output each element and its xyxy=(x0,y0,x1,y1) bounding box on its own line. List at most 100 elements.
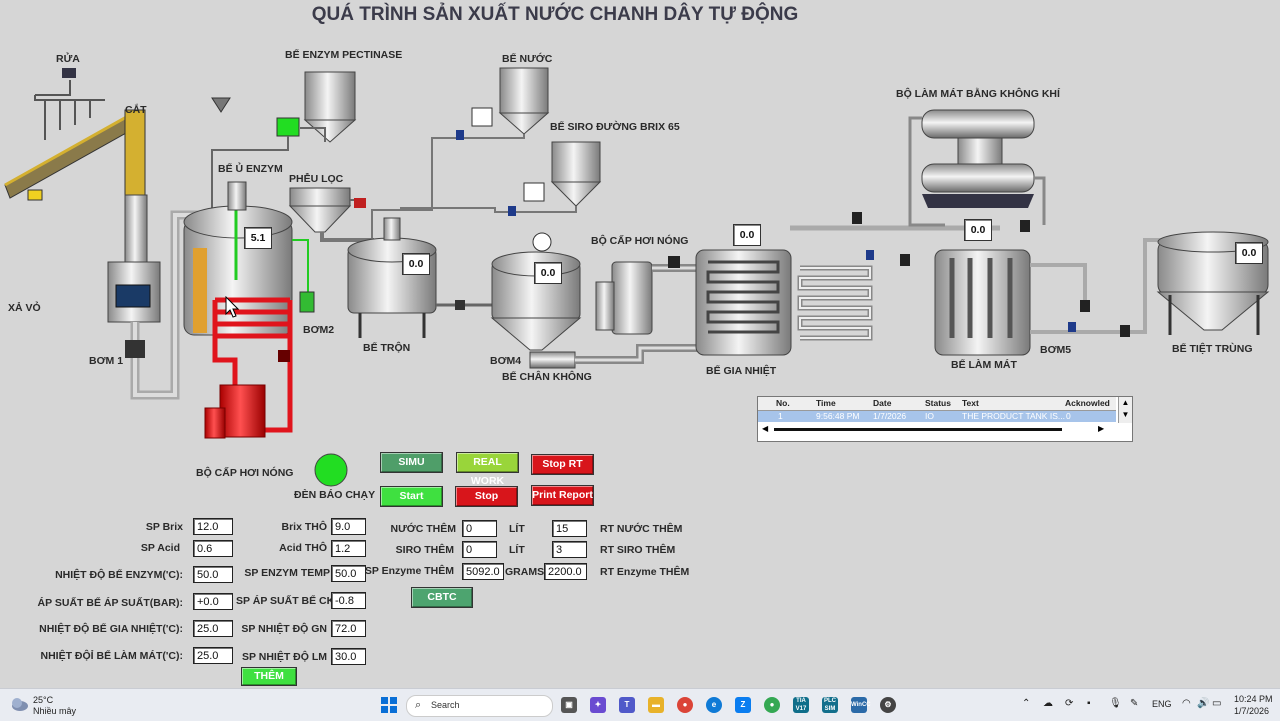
sp-enzyme-them-input[interactable]: 5092.0 xyxy=(462,563,504,580)
label-bo-lam-mat: BỘ LÀM MÁT BẰNG KHÔNG KHÍ xyxy=(896,88,1060,100)
sp-nhiet-do-gn-label: SP NHIỆT ĐỘ GN xyxy=(241,623,327,635)
water-tank xyxy=(371,67,550,250)
label-be-tiet-trung: BỂ TIỆT TRÙNG xyxy=(1172,343,1253,355)
label-be-u-enzym: BỂ Ủ ENZYM xyxy=(218,163,283,175)
label-be-chan-khong: BỂ CHÂN KHÔNG xyxy=(502,371,592,383)
start-button[interactable]: Start xyxy=(380,486,443,507)
app-tray-icon[interactable]: ▪ xyxy=(1087,698,1091,709)
language-indicator[interactable]: ENG xyxy=(1152,699,1172,709)
volume-icon[interactable]: 🔊 xyxy=(1197,698,1210,709)
enzym-pectinase-tank xyxy=(211,71,357,212)
display-tiet-trung: 0.0 xyxy=(1235,242,1263,264)
siro-them-input[interactable]: 0 xyxy=(462,541,497,558)
chrome-2-icon[interactable]: ● xyxy=(764,697,780,713)
cbtc-button[interactable]: CBTC xyxy=(411,587,473,608)
label-bom4: BƠM4 xyxy=(490,355,522,367)
clock-time[interactable]: 10:24 PM xyxy=(1234,694,1273,704)
mixing-tank xyxy=(347,217,495,338)
clock-date[interactable]: 1/7/2026 xyxy=(1234,706,1270,716)
copilot-icon[interactable]: ✦ xyxy=(590,697,606,713)
chrome-icon[interactable]: ● xyxy=(677,697,693,713)
print-report-button[interactable]: Print Report xyxy=(531,485,594,506)
zalo-icon[interactable]: Z xyxy=(735,697,751,713)
search-box[interactable]: ⌕ Search xyxy=(406,695,553,717)
sp-nhiet-do-gn-input[interactable]: 72.0 xyxy=(331,620,366,637)
crusher xyxy=(45,194,215,400)
stop-button[interactable]: Stop xyxy=(455,486,518,507)
alarm-table-header: No. Time Date Status Text Acknowled xyxy=(758,397,1116,411)
stop-rt-button[interactable]: Stop RT xyxy=(531,454,594,475)
weather-temp: 25°C xyxy=(33,695,54,705)
sp-enzyme-them-label: SP Enzyme THÊM xyxy=(364,565,454,577)
settings-gear-icon[interactable]: ⚙ xyxy=(880,697,896,713)
nhiet-do-lam-mat-input[interactable]: 25.0 xyxy=(193,647,233,664)
sp-ap-suat-label: SP ÁP SUẤT BỂ CK xyxy=(236,595,335,607)
label-bo-cap-hoi-nong-2: BỘ CẤP HƠI NÓNG xyxy=(591,235,689,247)
steam-boiler-1 xyxy=(204,297,293,439)
table-row[interactable]: 1 9:56:48 PM 1/7/2026 IO THE PRODUCT TAN… xyxy=(758,411,1116,422)
label-be-enzym-pectinase: BỂ ENZYM PECTINASE xyxy=(285,49,403,61)
wincc-icon[interactable]: WinCC xyxy=(851,697,871,713)
them-button[interactable]: THÊM xyxy=(241,667,297,686)
ap-suat-input[interactable]: +0.0 xyxy=(193,593,233,610)
rt-nuoc-them-input[interactable]: 15 xyxy=(552,520,587,537)
label-be-nuoc: BỂ NƯỚC xyxy=(502,53,553,65)
horizontal-scrollbar[interactable]: ◀ ▶ xyxy=(762,424,1105,433)
pen-icon[interactable]: ✎ xyxy=(1130,698,1139,709)
sp-nhiet-do-lm-input[interactable]: 30.0 xyxy=(331,648,366,665)
sp-acid-input[interactable]: 0.6 xyxy=(193,540,233,557)
sp-ap-suat-input[interactable]: -0.8 xyxy=(331,592,366,609)
onedrive-icon[interactable]: ☁ xyxy=(1043,698,1053,709)
weather-desc: Nhiều mây xyxy=(33,706,77,716)
chevron-up-icon[interactable]: ⌃ xyxy=(1022,698,1031,709)
teams-icon[interactable]: T xyxy=(619,697,635,713)
alarm-table[interactable]: No. Time Date Status Text Acknowled 1 9:… xyxy=(757,396,1133,442)
rt-enzyme-them-input[interactable]: 2200.0 xyxy=(544,563,587,580)
real-work-button[interactable]: REAL WORK xyxy=(456,452,519,487)
valve-icons xyxy=(456,130,1076,332)
battery-icon[interactable]: ▭ xyxy=(1212,698,1222,709)
file-explorer-icon[interactable]: ▬ xyxy=(648,697,664,713)
wifi-icon[interactable]: ◠ xyxy=(1182,698,1191,709)
sp-nhiet-do-lm-label: SP NHIỆT ĐỘ LM xyxy=(242,651,327,663)
label-pheu-loc: PHỄU LỌC xyxy=(289,173,344,185)
nhiet-do-gia-nhiet-input[interactable]: 25.0 xyxy=(193,620,233,637)
task-view-icon[interactable]: ▣ xyxy=(561,697,577,713)
cursor-icon xyxy=(225,296,239,318)
sp-enzym-temp-input[interactable]: 50.0 xyxy=(331,565,366,582)
label-xa-vo: XẢ VỎ xyxy=(8,302,41,314)
nhiet-do-gia-nhiet-label: NHIỆT ĐỘ BỂ GIA NHIỆT('C): xyxy=(39,623,183,635)
process-diagram xyxy=(4,67,1270,487)
edge-icon[interactable]: e xyxy=(706,697,722,713)
rt-enzyme-them-label: RT Enzyme THÊM xyxy=(600,566,690,578)
label-bom2: BƠM2 xyxy=(303,324,335,336)
display-gia-nhiet: 0.0 xyxy=(733,224,761,246)
label-be-gia-nhiet: BỂ GIA NHIỆT xyxy=(706,365,777,377)
tia-portal-icon[interactable]: TIA V17 xyxy=(793,697,809,713)
plc-sim-icon[interactable]: PLC SIM xyxy=(822,697,838,713)
display-u-enzym: 5.1 xyxy=(244,227,272,249)
rt-nuoc-them-label: RT NƯỚC THÊM xyxy=(600,523,683,535)
label-den-bao-chay: ĐÈN BÁO CHẠY xyxy=(294,489,376,501)
nhiet-do-enzym-input[interactable]: 50.0 xyxy=(193,566,233,583)
sp-acid-label: SP Acid xyxy=(140,542,180,554)
brix-tho-label: Brix THÔ xyxy=(281,521,327,533)
sp-brix-input[interactable]: 12.0 xyxy=(193,518,233,535)
simu-button[interactable]: SIMU xyxy=(380,452,443,473)
brix-tho-input[interactable]: 9.0 xyxy=(331,518,366,535)
taskbar: 25°C Nhiều mây ⌕ Search ▣ ✦ T ▬ ● e Z ● … xyxy=(0,688,1280,721)
cloud-icon xyxy=(10,697,28,711)
nuoc-them-input[interactable]: 0 xyxy=(462,520,497,537)
label-bo-cap-hoi-nong-1: BỘ CẤP HƠI NÓNG xyxy=(196,467,294,479)
display-chan-khong: 0.0 xyxy=(534,262,562,284)
windows-start-icon[interactable] xyxy=(381,697,397,713)
acid-tho-input[interactable]: 1.2 xyxy=(331,540,366,557)
microphone-icon[interactable]: 🎙 xyxy=(1109,698,1122,709)
steam-boiler-2 xyxy=(575,261,700,364)
label-cat: CẮT xyxy=(125,104,147,116)
vacuum-tank xyxy=(490,232,582,369)
sync-icon[interactable]: ⟳ xyxy=(1065,698,1074,709)
conveyor xyxy=(4,68,146,201)
rt-siro-them-input[interactable]: 3 xyxy=(552,541,587,558)
vertical-scrollbar[interactable]: ▲▼ xyxy=(1118,397,1132,423)
